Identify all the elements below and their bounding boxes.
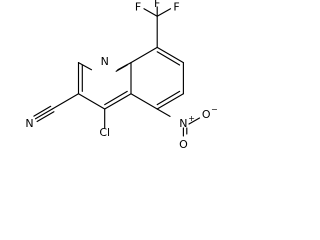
atom-fluorine-left: F [135,1,141,14]
atom-fluorine-top: F [154,0,160,10]
bond-cf3-f-left [143,8,158,17]
bond-c6-c5-inner [156,90,181,106]
bond-c8-c7-inner [156,51,181,66]
bond-c8a-c8 [130,46,158,64]
atom-nitrile-nitrogen: N [25,117,33,130]
atom-nitro-nitrogen: N [179,117,187,130]
bond-c3-c4 [77,93,106,110]
bond-cf3-f-right [156,8,172,17]
bond-c8a-n1-inner [115,64,128,72]
bond-c6-c5 [156,93,184,110]
bond-c8-c7 [156,46,184,64]
atom-fluorine-right: F [173,1,179,14]
molecule-drawing: N F F F N Cl N + O O − [25,0,218,151]
bond-c4-c4a-inner [104,90,128,106]
bond-nitrile-2 [33,105,52,117]
bond-nitrile-3 [36,111,55,123]
structure-diagram: N F F F N Cl N + O O − [0,0,226,158]
bond-c5-c4a [130,93,158,110]
bond-c5-n [156,108,171,117]
atom-ring-nitrogen: N [101,55,109,68]
bond-nitrile-1 [34,108,53,120]
atom-nitro-oxygen-right: O [202,108,211,121]
bond-n-o-right [188,117,201,125]
bond-c2-n1 [77,62,93,71]
charge-nitro-oxygen-right: − [211,105,218,114]
atom-chlorine: Cl [99,126,110,139]
bond-c3-cn [51,93,80,110]
bond-c4-c4a [104,93,132,110]
atom-nitro-oxygen-top: O [179,138,188,151]
charge-nitro-nitrogen: + [188,114,195,123]
